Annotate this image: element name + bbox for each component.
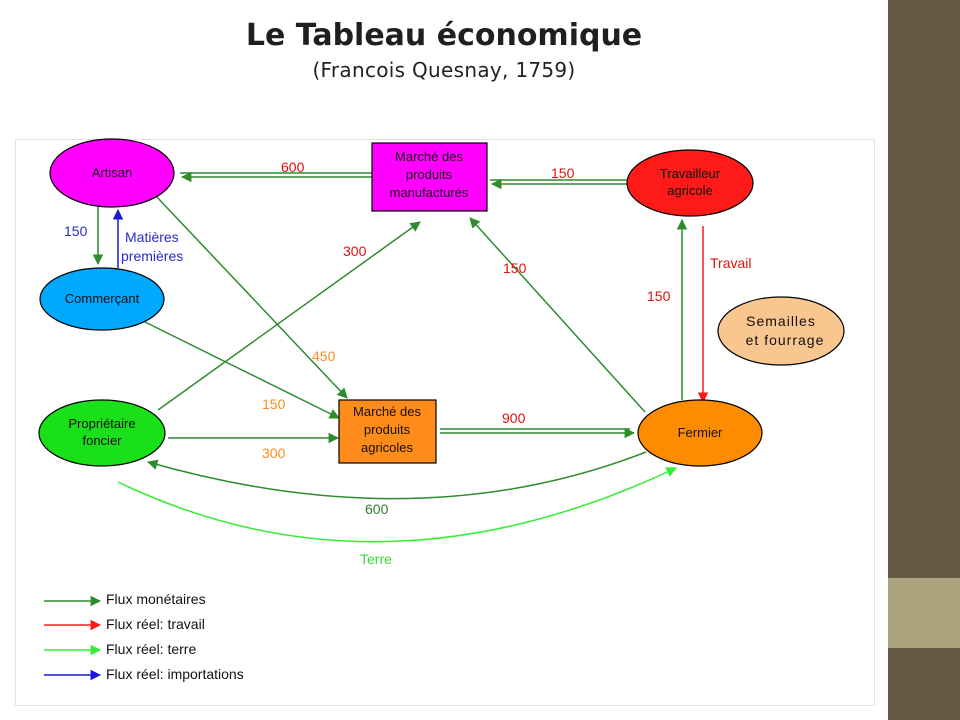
travailleur-label-1: Travailleur [660,166,721,181]
label-proprietaire-to-agri: 300 [262,445,286,461]
flow-labels: 600 150 150 Matières premières 300 150 T… [64,159,752,567]
legend-label-imports: Flux réel: importations [106,666,244,682]
legend-label-labor: Flux réel: travail [106,616,205,632]
node-travailleur: Travailleur agricole [626,149,754,217]
travailleur-shape [626,149,754,217]
proprietaire-shape [38,399,166,467]
slide-subtitle: (Francois Quesnay, 1759) [312,58,576,82]
marche-agricoles-label-1: Marché des [353,404,421,419]
legend-label-monetary: Flux monétaires [106,591,206,607]
marche-manufactures-shape [371,142,488,212]
semailles-shape [717,296,845,366]
node-artisan: Artisan [49,138,175,208]
arrow-fermier-to-manu [469,217,646,413]
label-artisan-to-agri: 450 [312,348,336,364]
arrow-fermier-to-proprietaire [146,451,647,500]
semailles-label-1: Semailles [746,313,816,329]
arrow-proprietaire-to-manu [157,221,421,411]
node-commercant: Commerçant [39,267,165,331]
legend-label-land: Flux réel: terre [106,641,196,657]
sidebar-decoration-top [888,0,960,578]
sidebar-decoration-bottom [888,648,960,720]
label-fermier-to-travailleur: 150 [647,288,671,304]
arrow-commercant-to-agri [144,321,340,419]
label-travailleur-to-manu: 150 [551,165,575,181]
fermier-shape [637,399,763,467]
travailleur-label-2: agricole [667,183,713,198]
label-matieres-1: Matières [125,229,179,245]
marche-manufactures-label-1: Marché des [395,149,463,164]
fermier-label: Fermier [678,425,723,440]
label-manu-to-artisan: 600 [281,159,305,175]
arrow-artisan-to-agri [154,194,348,399]
node-marche-agricoles: Marché des produits agricoles [338,399,437,464]
label-fermier-to-proprietaire: 600 [365,501,389,517]
label-agri-to-fermier: 900 [502,410,526,426]
marche-agricoles-label-2: produits [364,422,411,437]
marche-agricoles-shape [338,399,437,464]
node-semailles: Semailles et fourrage [717,296,845,366]
commercant-label: Commerçant [65,291,140,306]
semailles-label-2: et fourrage [746,332,825,348]
label-proprietaire-to-manu: 300 [343,243,367,259]
marche-manufactures-label-2: produits [406,167,453,182]
flow-arrows [92,171,709,543]
label-terre: Terre [360,551,392,567]
arrow-terre [117,467,677,543]
commercant-shape [39,267,165,331]
label-artisan-to-commercant: 150 [64,223,88,239]
artisan-shape [49,138,175,208]
label-matieres-2: premières [121,248,183,264]
label-travail: Travail [710,255,752,271]
artisan-label: Artisan [92,165,132,180]
sidebar-decoration-middle [888,578,960,648]
marche-agricoles-label-3: agricoles [361,440,414,455]
label-commercant-to-agri: 150 [262,396,286,412]
marche-manufactures-label-3: manufacturés [390,185,469,200]
label-fermier-to-manu: 150 [503,260,527,276]
legend: Flux monétaires Flux réel: travail Flux … [44,591,244,682]
proprietaire-label-1: Propriétaire [68,416,135,431]
node-fermier: Fermier [637,399,763,467]
proprietaire-label-2: foncier [82,433,122,448]
node-marche-manufactures: Marché des produits manufacturés [371,142,488,212]
slide-title: Le Tableau économique [245,18,643,53]
node-proprietaire: Propriétaire foncier [38,399,166,467]
